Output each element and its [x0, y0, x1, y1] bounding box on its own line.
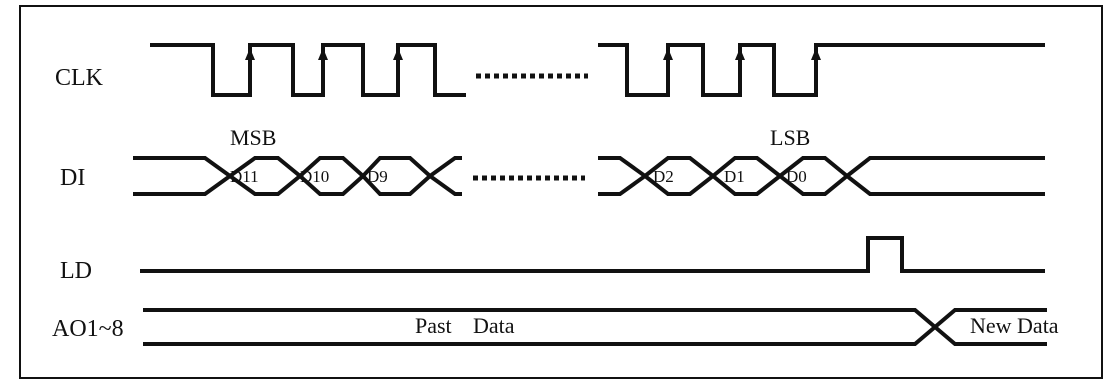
di-bus-left — [133, 156, 462, 196]
ao-waveform — [143, 308, 1047, 346]
clk-rising-arrows-right — [663, 48, 821, 95]
msb-label: MSB — [230, 125, 276, 150]
di-label: DI — [60, 165, 85, 191]
lsb-label: LSB — [770, 125, 810, 150]
diagram-border — [19, 5, 1103, 379]
clk-label: CLK — [55, 65, 104, 91]
di-bus-right — [598, 156, 1045, 196]
bit-d0: D0 — [786, 167, 807, 186]
bit-d1: D1 — [724, 167, 745, 186]
ld-waveform — [140, 236, 1045, 273]
bit-d2: D2 — [653, 167, 674, 186]
past-data-label-2: Data — [473, 313, 515, 338]
bit-d9: D9 — [367, 167, 388, 186]
new-data-label: New Data — [970, 313, 1059, 338]
clk-waveform-right — [598, 43, 1045, 97]
clk-rising-arrows-left — [245, 48, 403, 95]
bit-d10: D10 — [300, 167, 329, 186]
ao-label: AO1~8 — [52, 316, 124, 342]
ld-label: LD — [60, 258, 92, 284]
clk-waveform-left — [150, 43, 466, 97]
bit-d11: D11 — [230, 167, 259, 186]
past-data-label-1: Past — [415, 313, 452, 338]
